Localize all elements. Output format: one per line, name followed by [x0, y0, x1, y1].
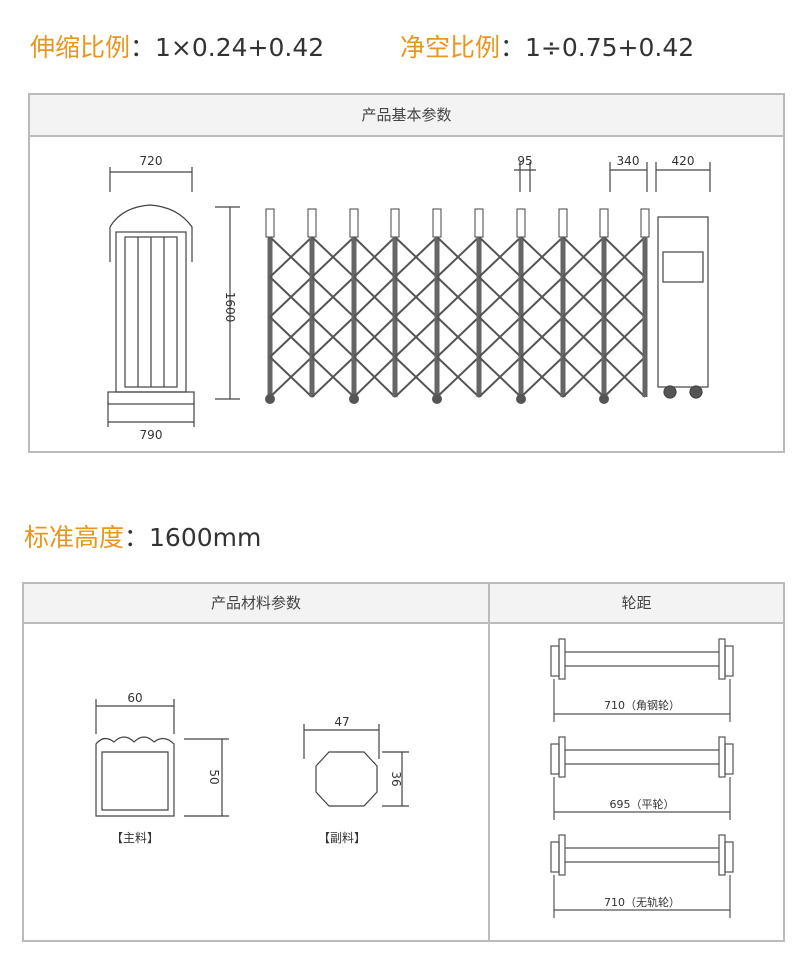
gate-wheel	[599, 394, 609, 404]
post-cap	[432, 208, 442, 238]
scissor-bar	[269, 356, 313, 398]
scissor-bar	[269, 236, 313, 278]
height-value: ：1600mm	[124, 523, 262, 552]
scissor-bar	[520, 276, 564, 318]
post-cap	[640, 208, 650, 238]
sub-height: 36	[389, 771, 403, 786]
panel-divider	[488, 624, 490, 940]
dim-width-top: 720	[140, 154, 163, 168]
post-cap	[265, 208, 275, 238]
post-cap	[307, 208, 317, 238]
scissor-bar	[436, 316, 480, 358]
stretch-value: ：1×0.24+0.42	[130, 33, 325, 62]
scissor-bar	[311, 236, 355, 278]
sub-label: 【副料】	[318, 831, 366, 845]
wheelbase-flat: 695（平轮）	[610, 797, 675, 811]
height-label: 标准高度	[24, 523, 125, 552]
scissor-bar	[394, 236, 438, 278]
scissor-bar	[394, 316, 438, 358]
scissor-bar	[394, 356, 438, 398]
scissor-bar	[436, 236, 480, 278]
gate-post	[642, 237, 648, 397]
scissor-bar	[269, 316, 313, 358]
scissor-bar	[436, 276, 480, 318]
main-height: 50	[207, 769, 221, 784]
wheelbase-angle: 710（角钢轮）	[604, 698, 680, 712]
scissor-bar	[562, 236, 605, 278]
post-cap	[599, 208, 609, 238]
scissor-bar	[353, 276, 396, 318]
wheelbase-title: 轮距	[621, 594, 652, 612]
scissor-bar	[353, 356, 396, 398]
scissor-bar	[394, 276, 438, 318]
scissor-bar	[478, 236, 522, 278]
gate-wheel	[432, 394, 442, 404]
main-profile	[95, 736, 175, 817]
scissor-bar	[311, 316, 355, 358]
dim-height: 1600	[223, 292, 237, 323]
basic-params-title: 产品基本参数	[30, 95, 783, 137]
gate-wheel	[265, 394, 275, 404]
basic-params-panel: 产品基本参数 720 790 1600 95 340 420	[28, 93, 785, 453]
scissor-bar	[269, 276, 313, 318]
scissor-bar	[603, 276, 646, 318]
control-box	[657, 216, 709, 388]
stretch-label: 伸缩比例	[30, 33, 131, 62]
post-cap	[474, 208, 484, 238]
material-title: 产品材料参数	[24, 584, 490, 622]
gate-wheel	[516, 394, 526, 404]
scissor-bar	[603, 236, 646, 278]
sub-profile	[315, 751, 378, 807]
scissor-bar	[520, 356, 564, 398]
scissor-bar	[603, 356, 646, 398]
main-width: 60	[127, 691, 142, 705]
dim-box: 420	[672, 154, 695, 168]
wheelbase-trackless: 710（无轨轮）	[604, 895, 680, 909]
stretch-ratio: 伸缩比例：1×0.24+0.42	[30, 28, 324, 64]
scissor-bar	[436, 356, 480, 398]
scissor-bar	[520, 236, 564, 278]
post-cap	[558, 208, 568, 238]
main-label: 【主料】	[111, 831, 159, 845]
scissor-bar	[311, 276, 355, 318]
dim-post-gap: 95	[517, 154, 532, 168]
post-cap	[390, 208, 400, 238]
post-cap	[516, 208, 526, 238]
clear-label: 净空比例	[400, 33, 501, 62]
scissor-bar	[353, 316, 396, 358]
scissor-bar	[478, 316, 522, 358]
sub-width: 47	[334, 715, 349, 729]
dim-section: 340	[617, 154, 640, 168]
material-diagram: 60 50 【主料】 47 36 【副料】 710（角钢轮） 695（平轮） 7…	[95, 638, 734, 918]
clear-value: ：1÷0.75+0.42	[500, 33, 695, 62]
gate-arch	[109, 204, 193, 262]
clear-ratio: 净空比例：1÷0.75+0.42	[400, 28, 694, 64]
scissor-bar	[520, 316, 564, 358]
scissor-bar	[562, 316, 605, 358]
post-cap	[349, 208, 359, 238]
material-panel: 产品材料参数 轮距 60 50 【主料】 47 36 【副料】 710（角钢轮）…	[22, 582, 785, 942]
axle-drawing	[550, 638, 734, 722]
dim-width-bottom: 790	[140, 428, 163, 442]
scissor-bar	[562, 356, 605, 398]
scissor-bar	[603, 316, 646, 358]
scissor-bar	[562, 276, 605, 318]
scissor-bar	[478, 276, 522, 318]
gate-diagram: 720 790 1600 95 340 420	[107, 154, 711, 442]
gate-wheel	[349, 394, 359, 404]
scissor-bar	[311, 356, 355, 398]
axle-drawing	[550, 834, 734, 918]
material-header: 产品材料参数 轮距	[24, 584, 783, 624]
axle-drawing	[550, 736, 734, 820]
standard-height: 标准高度：1600mm	[24, 518, 261, 554]
scissor-bar	[353, 236, 396, 278]
scissor-bar	[478, 356, 522, 398]
